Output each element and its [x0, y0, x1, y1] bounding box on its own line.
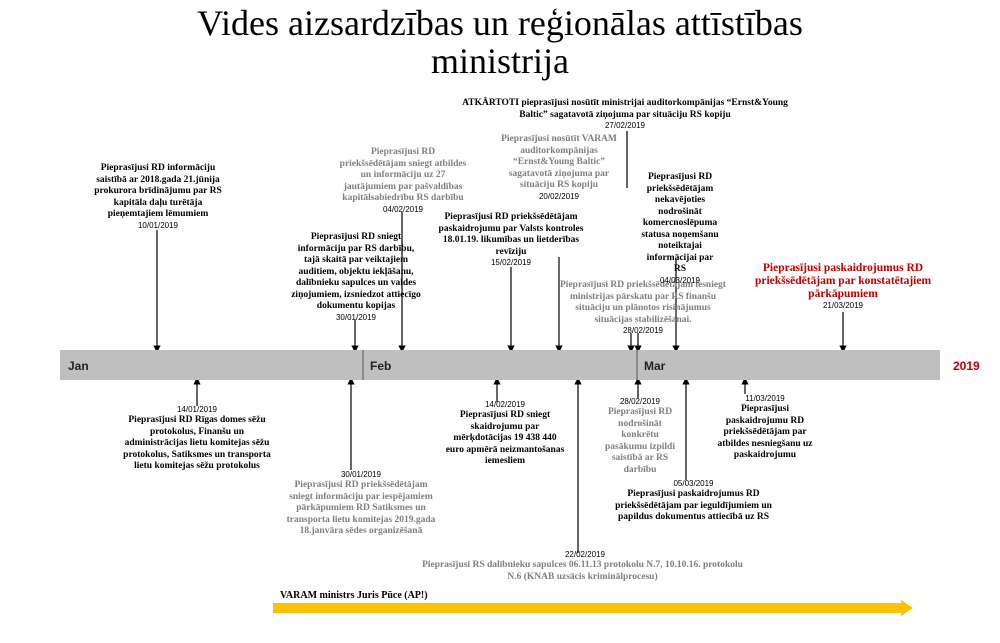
event-date: 14/01/2019	[176, 405, 218, 414]
event-date: 04/02/2019	[382, 204, 424, 214]
event-e5: 30/01/2019 Pieprasījusi RD priekšsēdētāj…	[286, 470, 436, 538]
event-e6: Pieprasījusi RD priekšsēdētājam paskaidr…	[436, 212, 586, 268]
event-e10: Pieprasījusi RD priekšsēdētājam iesniegt…	[560, 280, 726, 336]
event-date: 11/03/2019	[745, 394, 785, 403]
month-label-jan: Jan	[68, 359, 89, 373]
event-date: 21/03/2019	[822, 301, 864, 310]
minister-bar	[273, 603, 901, 613]
timeline-bar	[60, 350, 940, 380]
event-text: Pieprasījusi RD sniegt skaidrojumu par m…	[445, 410, 565, 466]
event-text: Pieprasījusi RD priekšsēdētājam paskaidr…	[438, 212, 584, 257]
event-date: 30/01/2019	[335, 312, 377, 322]
event-text: Pieprasījusi RD sniegt informāciju par R…	[291, 232, 421, 311]
event-e14: 05/03/2019 Pieprasījusi paskaidrojumus R…	[606, 479, 781, 524]
event-text: Pieprasījusi RD priekšsēdētājam sniegt i…	[286, 480, 436, 536]
minister-arrow-icon	[901, 600, 913, 616]
event-text: Pieprasījusi RD informāciju saistībā ar …	[94, 163, 222, 219]
event-e11: Pieprasījusi RD priekšsēdētājam nekavējo…	[640, 172, 720, 286]
month-label-mar: Mar	[644, 359, 666, 373]
event-text: Pieprasījusi RD priekšsēdētājam iesniegt…	[560, 280, 726, 325]
event-text: Pieprasījusi RS dalībnieku sapulces 06.1…	[422, 560, 743, 582]
event-date: 15/02/2019	[490, 258, 532, 267]
event-e3: Pieprasījusi RD priekšsēdētājam sniegt a…	[338, 147, 468, 215]
event-date: 30/01/2019	[340, 470, 382, 479]
month-label-feb: Feb	[370, 359, 392, 373]
event-text: ATKĀRTOTI pieprasījusi nosūtīt ministrij…	[462, 98, 788, 120]
event-text: Pieprasījusi RD nodrošināt konkrētu pasā…	[605, 407, 675, 475]
month-divider-mar	[636, 350, 638, 380]
event-text: Pieprasījusi RD priekšsēdētājam nekavējo…	[641, 172, 719, 274]
event-text: Pieprasījusi RD Rīgas domes sēžu protoko…	[123, 415, 271, 471]
event-e7: 14/02/2019 Pieprasījusi RD sniegt skaidr…	[445, 400, 565, 468]
event-e4: Pieprasījusi RD sniegt informāciju par R…	[290, 232, 422, 323]
event-e1: Pieprasījusi RD informāciju saistībā ar …	[88, 163, 228, 231]
event-text: Pieprasījusi paskaidrojumu RD priekšsēdē…	[717, 404, 813, 460]
minister-label: VARAM ministrs Juris Pūce (AP!)	[280, 590, 428, 601]
event-e2: 14/01/2019 Pieprasījusi RD Rīgas domes s…	[122, 405, 272, 473]
event-e8: ATKĀRTOTI pieprasījusi nosūtīt ministrij…	[460, 98, 790, 131]
event-date: 04/03/2019	[659, 275, 701, 285]
event-e16: Pieprasījusi paskaidrojumus RD priekšsēd…	[745, 262, 941, 311]
event-date: 05/03/2019	[673, 479, 714, 488]
event-text: Pieprasījusi paskaidrojumus RD priekšsēd…	[615, 489, 772, 522]
event-date: 28/02/2019	[619, 397, 661, 406]
event-e12: 28/02/2019 Pieprasījusi RD nodrošināt ko…	[600, 397, 680, 476]
event-e9: Pieprasījusi nosūtīt VARAM auditorkompān…	[494, 134, 624, 202]
event-text: Pieprasījusi RD priekšsēdētājam sniegt a…	[339, 147, 467, 203]
month-divider-feb	[362, 350, 364, 380]
event-text: Pieprasījusi paskaidrojumus RD priekšsēd…	[754, 262, 932, 300]
year-label: 2019	[953, 359, 980, 373]
event-e15: 11/03/2019 Pieprasījusi paskaidrojumu RD…	[715, 394, 815, 462]
event-date: 27/02/2019	[604, 121, 646, 130]
event-e13: 22/02/2019 Pieprasījusi RS dalībnieku sa…	[420, 550, 745, 583]
event-date: 22/02/2019	[564, 550, 605, 559]
page-title: Vides aizsardzības un reģionālas attīstī…	[197, 3, 803, 81]
event-date: 14/02/2019	[484, 400, 526, 409]
event-date: 10/01/2019	[137, 220, 179, 230]
event-text: Pieprasījusi nosūtīt VARAM auditorkompān…	[501, 134, 617, 190]
event-date: 28/02/2019	[622, 326, 664, 335]
event-date: 20/02/2019	[538, 191, 580, 201]
